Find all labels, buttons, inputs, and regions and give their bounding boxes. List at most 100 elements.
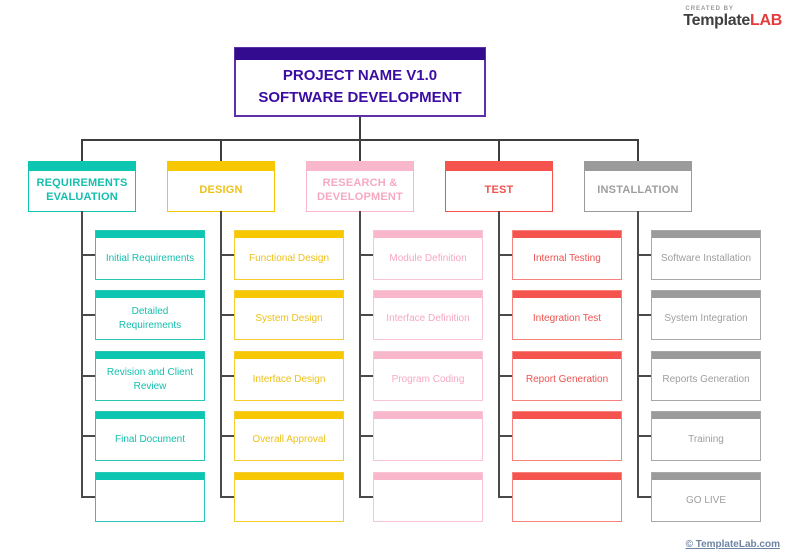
task-label: Initial Requirements [105,252,195,264]
branch-color-bar [584,161,692,171]
task-label: Revision and Client Review [106,367,194,392]
connector-branch-drop [220,139,222,162]
task-color-bar [235,231,343,238]
task-color-bar [374,291,482,298]
task-color-bar [652,352,760,359]
task-label [513,480,621,521]
task-color-bar [374,231,482,238]
connector-task-stub [360,254,373,256]
task-label [374,419,482,460]
task-node: Interface Design [234,351,344,401]
connector-task-stub [360,435,373,437]
task-node: Training [651,411,761,461]
branch-label: DESIGN [199,183,243,196]
logo-template-text: Template [683,12,751,29]
task-node-empty [512,472,622,522]
connector-branch-drop [359,139,361,162]
task-label: Software Installation [660,252,752,264]
connector-task-stub [638,375,651,377]
project-subtitle-line: SOFTWARE DEVELOPMENT [258,89,462,106]
task-node: Reports Generation [651,351,761,401]
task-label: Integration Test [532,312,602,324]
task-color-bar [235,412,343,419]
task-node: System Integration [651,290,761,340]
task-color-bar [374,412,482,419]
task-label [96,480,204,521]
connector-task-stub [221,314,234,316]
connector-task-stub [638,314,651,316]
task-node: Detailed Requirements [95,290,205,340]
connector-branch-drop [637,139,639,162]
connector-task-stub [360,496,373,498]
task-node-empty [512,411,622,461]
branch-header-installation: INSTALLATION [584,161,692,212]
connector-task-stub [82,254,95,256]
templatelab-credit-link[interactable]: © TemplateLab.com [685,539,780,550]
task-color-bar [513,231,621,238]
connector-task-stub [499,435,512,437]
branch-label: INSTALLATION [597,183,679,196]
connector-task-stub [221,375,234,377]
task-color-bar [96,291,204,298]
task-label: Module Definition [389,252,467,264]
connector-branch-drop [498,139,500,162]
task-label: Training [688,433,724,445]
task-color-bar [96,412,204,419]
task-label: Report Generation [525,373,609,385]
task-label [374,480,482,521]
connector-task-stub [638,435,651,437]
task-node-empty [373,472,483,522]
task-node: Module Definition [373,230,483,280]
task-node: Software Installation [651,230,761,280]
connector-task-stub [82,496,95,498]
task-color-bar [652,291,760,298]
connector-branch-trunk [81,211,83,498]
branch-header-test: TEST [445,161,553,212]
logo-wordmark: TemplateLAB [683,13,782,29]
task-label: Detailed Requirements [118,306,182,331]
task-node-empty [234,472,344,522]
task-color-bar [235,291,343,298]
task-label: Reports Generation [662,373,750,385]
root-node-color-bar [235,48,485,60]
templatelab-logo: CREATED BY TemplateLAB [683,6,782,29]
connector-task-stub [499,375,512,377]
logo-created-by: CREATED BY [685,6,734,12]
connector-branch-drop [81,139,83,162]
task-node: Revision and Client Review [95,351,205,401]
connector-task-stub [638,254,651,256]
task-color-bar [652,231,760,238]
task-color-bar [235,473,343,480]
task-node: Interface Definition [373,290,483,340]
task-label: System Design [255,312,323,324]
task-node: Report Generation [512,351,622,401]
task-label: GO LIVE [685,494,726,506]
task-node-empty [95,472,205,522]
branch-color-bar [167,161,275,171]
task-node: Overall Approval [234,411,344,461]
branch-color-bar [445,161,553,171]
project-name-line: PROJECT NAME V1.0 [282,66,438,84]
connector-task-stub [360,314,373,316]
task-node: Integration Test [512,290,622,340]
task-node: Initial Requirements [95,230,205,280]
branch-label: TEST [484,183,514,196]
task-node: System Design [234,290,344,340]
task-color-bar [513,352,621,359]
task-node: Final Document [95,411,205,461]
root-node-label: PROJECT NAME V1.0 SOFTWARE DEVELOPMENT [236,60,484,114]
task-color-bar [513,412,621,419]
connector-branch-trunk [220,211,222,498]
branch-label: REQUIREMENTS EVALUATION [36,176,128,203]
connector-task-stub [82,314,95,316]
task-label: Program Coding [391,373,465,385]
logo-lab-text: LAB [750,12,782,29]
task-label: Internal Testing [533,252,601,264]
task-color-bar [513,473,621,480]
task-color-bar [652,412,760,419]
branch-header-requirements-evaluation: REQUIREMENTS EVALUATION [28,161,136,212]
task-node: Functional Design [234,230,344,280]
task-color-bar [96,352,204,359]
connector-task-stub [82,375,95,377]
